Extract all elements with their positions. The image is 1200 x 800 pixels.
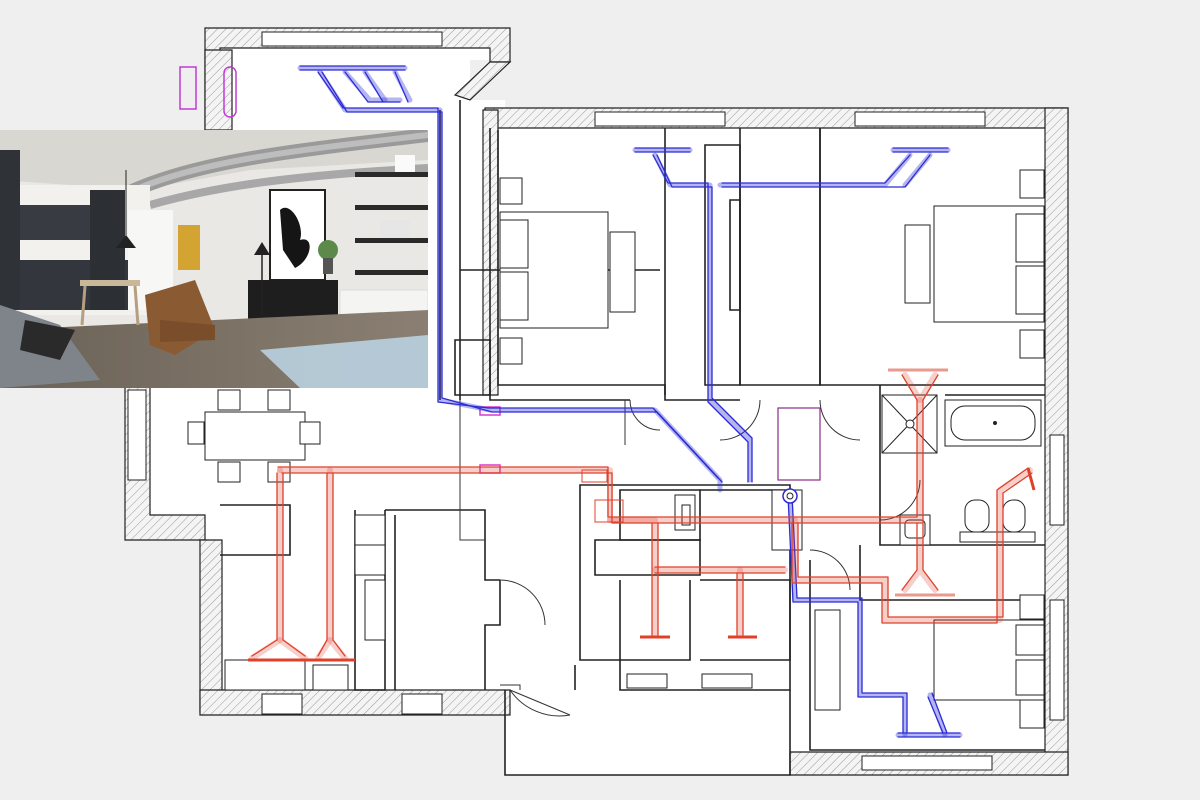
door-main — [509, 689, 571, 717]
bed-bedroom-1 — [499, 177, 636, 365]
window-bottom-mid-1 — [626, 673, 668, 689]
supply-air-ducts — [297, 65, 963, 738]
window-bedroom-3 — [1049, 599, 1065, 721]
door-bathroom — [879, 479, 921, 521]
bathtub — [944, 399, 1042, 447]
kitchen-units — [224, 514, 386, 691]
window-bottom-mid-2 — [701, 673, 753, 689]
window-bedroom-1 — [594, 111, 726, 127]
window-bottom-right — [861, 755, 993, 771]
door-bedroom-2 — [819, 399, 861, 441]
window-top-left — [261, 31, 443, 47]
bed-bedroom-3 — [814, 594, 1045, 729]
window-bottom-left-1 — [261, 693, 303, 715]
fan-unit-icon — [782, 488, 798, 504]
shower-tray — [881, 394, 938, 454]
interior-photo-inset — [0, 130, 428, 388]
hvac-cabinet — [777, 407, 821, 481]
tall-cabinet — [0, 150, 20, 310]
core-cabinet-inner — [681, 504, 691, 526]
door-entry — [499, 579, 546, 626]
boiler-unit — [771, 489, 803, 551]
windows — [127, 31, 1065, 771]
toilet-1 — [964, 499, 990, 533]
window-bottom-left-2 — [401, 693, 443, 715]
air-intake-unit — [179, 66, 197, 110]
upper-cabinets — [20, 205, 90, 240]
door-bedroom-1 — [629, 399, 661, 431]
window-bedroom-2 — [854, 111, 986, 127]
bed-bedroom-2 — [904, 169, 1045, 359]
extract-air-ducts — [248, 368, 1036, 662]
living-room-render — [0, 130, 428, 388]
window-bathroom — [1049, 434, 1065, 526]
window-left — [127, 389, 147, 481]
